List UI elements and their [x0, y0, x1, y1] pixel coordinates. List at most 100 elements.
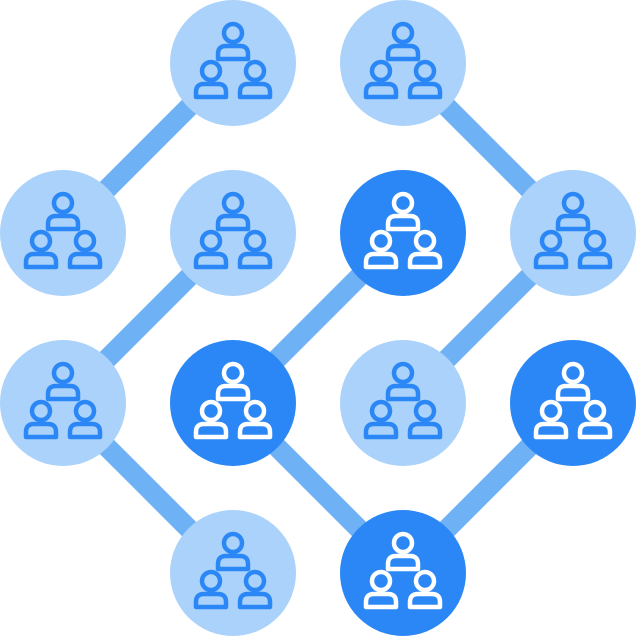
person-icon	[583, 399, 607, 423]
group-of-three-people-icon	[363, 191, 443, 270]
group-node	[170, 340, 296, 466]
node-circle	[340, 170, 466, 296]
node-circle	[170, 340, 296, 466]
person-icon	[385, 383, 421, 402]
group-of-three-people-icon	[363, 21, 443, 100]
person-icon	[237, 251, 273, 270]
person-icon	[577, 251, 613, 270]
person-icon	[243, 59, 267, 83]
person-icon	[193, 81, 229, 100]
person-icon	[363, 421, 399, 440]
person-icon	[555, 213, 591, 232]
person-icon	[215, 43, 251, 62]
person-icon	[215, 213, 251, 232]
person-icon	[539, 229, 563, 253]
group-of-three-people-icon	[193, 191, 273, 270]
person-icon	[413, 59, 437, 83]
group-node	[340, 170, 466, 296]
group-node	[0, 340, 126, 466]
node-circle	[340, 340, 466, 466]
person-icon	[363, 81, 399, 100]
group-node	[510, 340, 636, 466]
person-icon	[413, 569, 437, 593]
person-icon	[243, 229, 267, 253]
person-icon	[67, 421, 103, 440]
node-circle	[340, 510, 466, 636]
group-node	[0, 170, 126, 296]
person-icon	[221, 191, 245, 215]
person-icon	[193, 421, 229, 440]
person-icon	[199, 399, 223, 423]
group-node	[340, 510, 466, 636]
person-icon	[369, 569, 393, 593]
group-node	[340, 0, 466, 126]
person-icon	[385, 43, 421, 62]
person-icon	[73, 229, 97, 253]
group-of-three-people-icon	[363, 531, 443, 610]
person-icon	[385, 213, 421, 232]
person-icon	[215, 383, 251, 402]
person-icon	[73, 399, 97, 423]
person-icon	[243, 399, 267, 423]
person-icon	[533, 421, 569, 440]
group-of-three-people-icon	[23, 191, 103, 270]
person-icon	[51, 191, 75, 215]
person-icon	[363, 251, 399, 270]
node-circle	[170, 0, 296, 126]
node-circle	[170, 170, 296, 296]
person-icon	[193, 591, 229, 610]
person-icon	[237, 421, 273, 440]
person-icon	[413, 399, 437, 423]
group-of-three-people-icon	[193, 531, 273, 610]
group-of-three-people-icon	[533, 191, 613, 270]
group-of-three-people-icon	[533, 361, 613, 440]
person-icon	[407, 591, 443, 610]
group-of-three-people-icon	[193, 21, 273, 100]
person-icon	[237, 81, 273, 100]
person-icon	[29, 229, 53, 253]
person-icon	[369, 399, 393, 423]
person-icon	[193, 251, 229, 270]
person-icon	[413, 229, 437, 253]
person-icon	[29, 399, 53, 423]
group-of-three-people-icon	[193, 361, 273, 440]
group-node	[170, 510, 296, 636]
node-circle	[0, 170, 126, 296]
person-icon	[561, 191, 585, 215]
person-icon	[23, 251, 59, 270]
group-of-three-people-icon	[23, 361, 103, 440]
group-node	[510, 170, 636, 296]
person-icon	[391, 21, 415, 45]
person-icon	[363, 591, 399, 610]
person-icon	[199, 229, 223, 253]
person-icon	[539, 399, 563, 423]
person-icon	[407, 421, 443, 440]
person-icon	[237, 591, 273, 610]
connections	[55, 55, 581, 581]
person-icon	[45, 213, 81, 232]
person-icon	[391, 531, 415, 555]
group-node	[170, 0, 296, 126]
person-icon	[199, 569, 223, 593]
group-of-three-people-icon	[363, 361, 443, 440]
person-icon	[407, 81, 443, 100]
person-icon	[555, 383, 591, 402]
node-circle	[170, 510, 296, 636]
person-icon	[221, 21, 245, 45]
person-icon	[215, 553, 251, 572]
node-circle	[510, 170, 636, 296]
person-icon	[533, 251, 569, 270]
person-icon	[407, 251, 443, 270]
person-icon	[385, 553, 421, 572]
person-icon	[583, 229, 607, 253]
node-circle	[340, 0, 466, 126]
person-icon	[391, 191, 415, 215]
person-icon	[391, 361, 415, 385]
person-icon	[221, 531, 245, 555]
person-icon	[67, 251, 103, 270]
person-icon	[221, 361, 245, 385]
person-icon	[51, 361, 75, 385]
person-icon	[577, 421, 613, 440]
person-icon	[369, 229, 393, 253]
